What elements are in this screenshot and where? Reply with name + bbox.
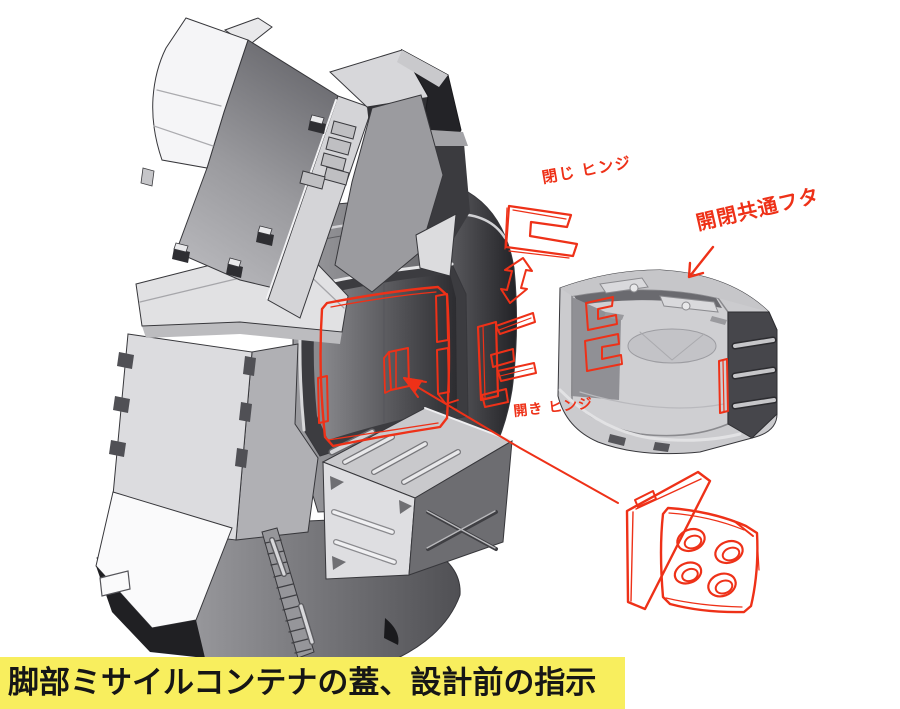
closed-hinge-sketch	[504, 204, 579, 259]
box-top-ribs	[342, 434, 461, 485]
knee-cap-face	[334, 94, 444, 293]
shin-rect-emboss	[99, 570, 131, 597]
caption-bar: 脚部ミサイルコンテナの蓋、設計前の指示	[0, 657, 625, 709]
shin-armor	[95, 333, 319, 659]
shin-ladder-vent	[261, 527, 315, 659]
annotation-common-lid: 開閉共通フタ	[694, 184, 822, 235]
open-hinge-sketch	[476, 312, 537, 408]
connector-line	[403, 377, 619, 504]
box-front-ribs	[330, 476, 412, 570]
lid-3d-model	[557, 269, 778, 455]
common-lid-arrow	[687, 245, 715, 279]
missile-tube-sketch	[673, 527, 744, 598]
double-arrow-sketch	[500, 257, 533, 304]
open-lid-sketch	[625, 470, 760, 614]
lid-door-sketch	[625, 470, 712, 611]
strut-vent-slits	[299, 120, 357, 190]
leg-model	[95, 17, 518, 661]
thigh-armor	[140, 17, 470, 319]
container-lid-panel-sketch	[317, 285, 459, 448]
lid-right-face	[727, 311, 778, 439]
lid-hinge-marks	[584, 296, 729, 414]
annotation-closed-hinge: 閉じ ヒンジ	[541, 153, 634, 186]
caption-text: 脚部ミサイルコンテナの蓋、設計前の指示	[8, 665, 597, 700]
missile-plate-sketch	[659, 506, 759, 614]
box-x-brace	[426, 510, 498, 551]
edge-clip-tabs	[140, 114, 326, 278]
lid-top-face	[560, 270, 769, 325]
shin-edge-slots	[109, 352, 256, 468]
